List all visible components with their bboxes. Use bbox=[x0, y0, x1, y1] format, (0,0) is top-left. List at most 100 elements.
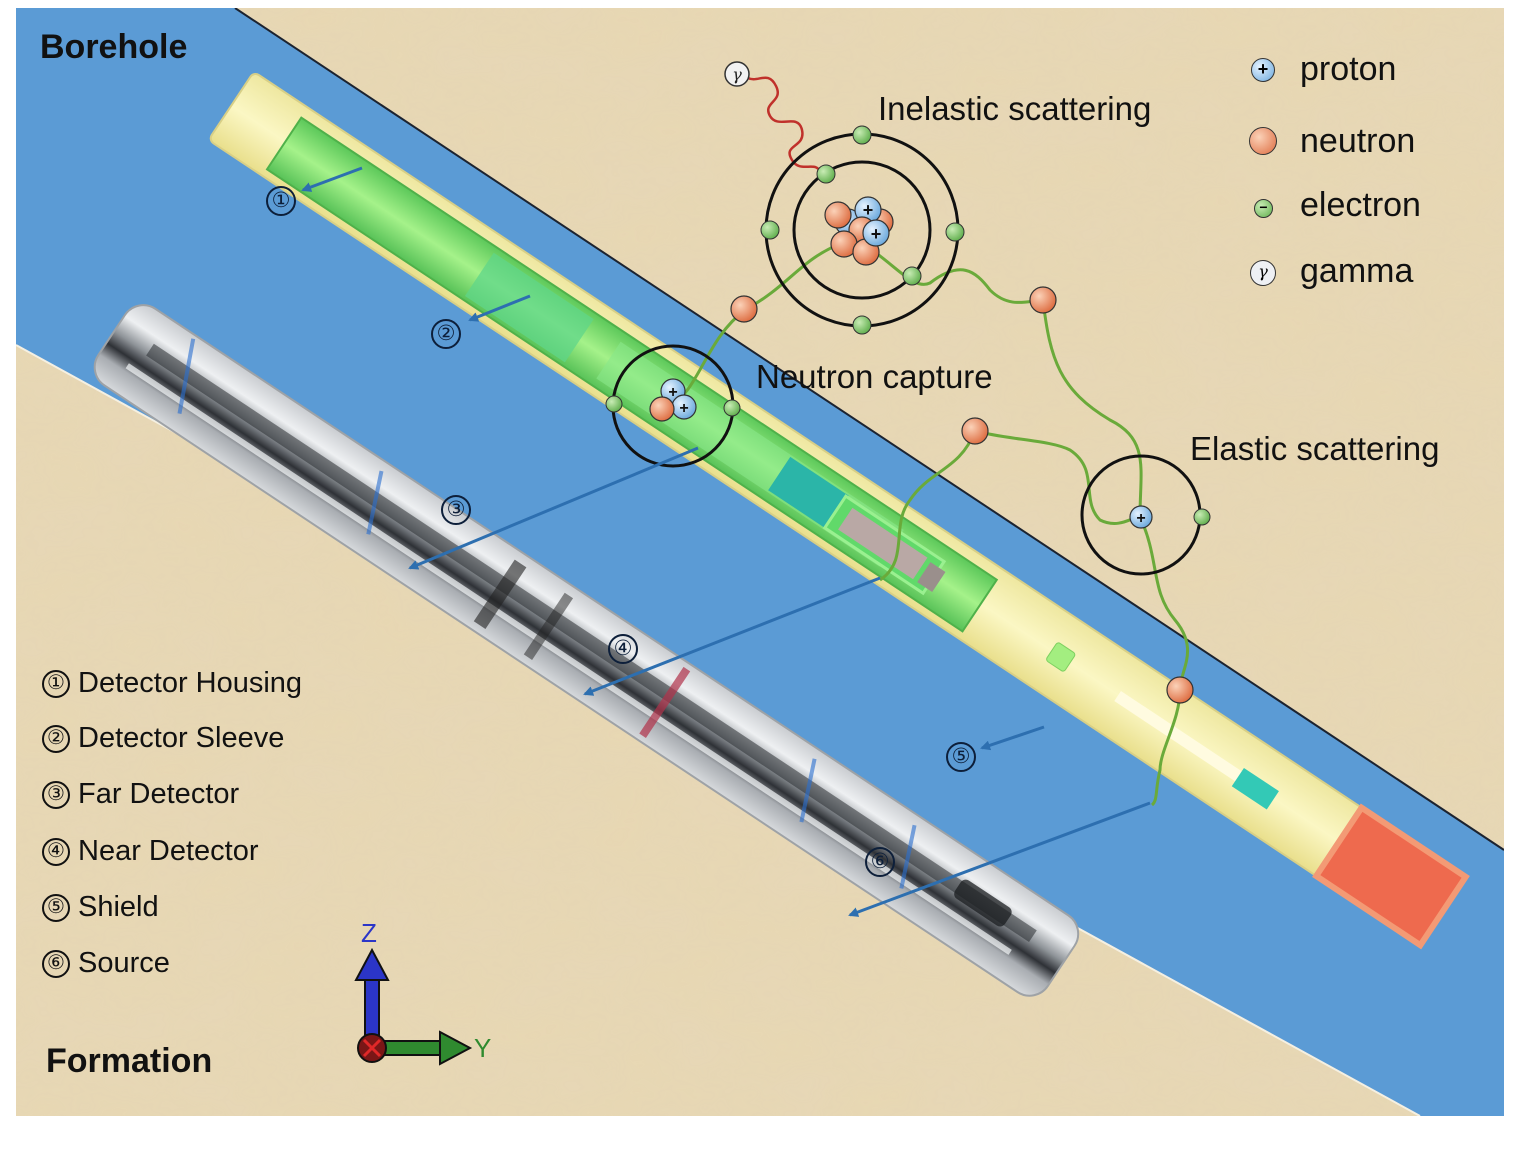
proton-particle bbox=[862, 219, 890, 247]
free-neutron bbox=[730, 295, 758, 323]
tool-photo-joint-2 bbox=[523, 592, 574, 660]
callout-arrow-5 bbox=[980, 725, 1045, 751]
tool-photo-clamp bbox=[954, 879, 1012, 927]
y-axis-arrowhead bbox=[439, 1030, 473, 1066]
part-number: ④ bbox=[42, 838, 70, 867]
gamma-photon-icon bbox=[724, 61, 750, 87]
z-axis-arrowhead bbox=[354, 947, 390, 981]
nucleus: + + bbox=[824, 196, 894, 266]
electron-particle bbox=[852, 125, 872, 145]
far-detector-crystal-upper bbox=[464, 252, 594, 363]
neutron-particle bbox=[649, 396, 675, 422]
legend-proton-label: proton bbox=[1300, 50, 1397, 88]
part-number: ① bbox=[42, 670, 70, 699]
tool-photo-blue-straps bbox=[177, 338, 917, 889]
callout-6: ⑥ bbox=[865, 847, 895, 877]
part-number: ③ bbox=[42, 781, 70, 810]
near-detector-pmt bbox=[838, 507, 928, 580]
shield-block bbox=[1046, 642, 1076, 672]
borehole-label: Borehole bbox=[40, 28, 188, 66]
parts-list-item: ⑤ Shield bbox=[42, 891, 159, 924]
neutron-capture-label: Neutron capture bbox=[756, 358, 993, 395]
callout-3: ③ bbox=[441, 495, 471, 525]
part-number: ⑤ bbox=[42, 894, 70, 923]
parts-list-item: ② Detector Sleeve bbox=[42, 722, 284, 755]
callout-1: ① bbox=[266, 186, 296, 216]
borehole-wall-upper bbox=[234, 8, 1504, 851]
gamma-photon-symbol: γ bbox=[732, 65, 742, 84]
callout-4: ④ bbox=[608, 634, 638, 664]
part-label: Far Detector bbox=[78, 778, 240, 810]
electron-particle bbox=[605, 395, 623, 413]
electron-particle bbox=[1193, 508, 1211, 526]
proton-sign: + bbox=[668, 384, 677, 401]
electron-icon: − bbox=[1254, 199, 1273, 218]
z-axis-label: Z bbox=[361, 918, 377, 948]
callout-arrow-3 bbox=[408, 446, 699, 570]
electron-particle bbox=[945, 222, 965, 242]
neutron-particle bbox=[824, 201, 852, 229]
callout-5: ⑤ bbox=[946, 742, 976, 772]
neutron-track-to-elastic bbox=[1041, 299, 1143, 518]
x-axis-into-page-mark bbox=[362, 1038, 382, 1058]
tool-photo-groove bbox=[146, 343, 1037, 943]
y-axis-shaft bbox=[379, 1040, 443, 1056]
neutron-icon bbox=[1249, 127, 1277, 155]
neutron-track-elastic-in bbox=[974, 429, 1141, 525]
electron-particle bbox=[723, 399, 741, 417]
inner-orbit bbox=[792, 160, 932, 300]
neutron-track-from-source bbox=[1150, 689, 1182, 807]
callout-2: ② bbox=[431, 319, 461, 349]
callout-arrow-6 bbox=[848, 801, 1151, 917]
parts-list-item: ③ Far Detector bbox=[42, 778, 239, 811]
proton-sign: + bbox=[679, 400, 688, 417]
tool-photo-highlight bbox=[125, 363, 1012, 955]
electron-particle bbox=[852, 315, 872, 335]
logging-tool-model bbox=[209, 72, 1470, 950]
tool-photograph bbox=[93, 304, 1080, 997]
part-number: ② bbox=[42, 725, 70, 754]
free-neutron bbox=[961, 417, 989, 445]
part-label: Near Detector bbox=[78, 835, 259, 867]
gamma-icon: γ bbox=[1250, 260, 1276, 286]
parts-list-item: ④ Near Detector bbox=[42, 835, 259, 868]
proton-icon: + bbox=[1251, 58, 1275, 82]
tool-photo-red-marker bbox=[639, 666, 691, 738]
near-detector-crystal bbox=[768, 456, 849, 529]
part-label: Shield bbox=[78, 891, 159, 923]
legend-gamma-label: gamma bbox=[1300, 252, 1414, 290]
elastic-scattering-label: Elastic scattering bbox=[1190, 430, 1440, 467]
y-axis-label: Y bbox=[474, 1033, 492, 1063]
legend-neutron-label: neutron bbox=[1300, 122, 1416, 160]
callout-arrow-4 bbox=[583, 576, 881, 696]
electron-particle bbox=[816, 164, 836, 184]
near-detector-end bbox=[917, 562, 946, 593]
neutron-track-near-detector bbox=[879, 430, 977, 582]
source-rod bbox=[1114, 691, 1246, 785]
proton-particle bbox=[1129, 505, 1153, 529]
electron-particle bbox=[902, 266, 922, 286]
proton-sign: + bbox=[863, 200, 874, 220]
electrons bbox=[760, 125, 965, 335]
electron-particle bbox=[760, 220, 780, 240]
neutron-track-elastic-out bbox=[1138, 516, 1190, 691]
part-label: Detector Sleeve bbox=[78, 722, 285, 754]
tool-photo-joint-1 bbox=[473, 559, 527, 629]
callout-arrow-2 bbox=[468, 294, 531, 322]
neutron-capture-atom: + + bbox=[605, 344, 741, 468]
part-number: ⑥ bbox=[42, 950, 70, 979]
source-capsule bbox=[1231, 767, 1279, 810]
callout-arrow-1 bbox=[301, 166, 363, 192]
elastic-scattering-atom: + bbox=[1080, 454, 1211, 576]
legend-electron-label: electron bbox=[1300, 186, 1421, 224]
proton-sign: + bbox=[1136, 510, 1145, 527]
free-neutron bbox=[1029, 286, 1057, 314]
tool-end-cap bbox=[1312, 803, 1470, 950]
inelastic-scattering-label: Inelastic scattering bbox=[878, 90, 1152, 127]
coordinate-axes bbox=[354, 947, 473, 1066]
inelastic-scattering-atom: + + bbox=[760, 125, 965, 335]
